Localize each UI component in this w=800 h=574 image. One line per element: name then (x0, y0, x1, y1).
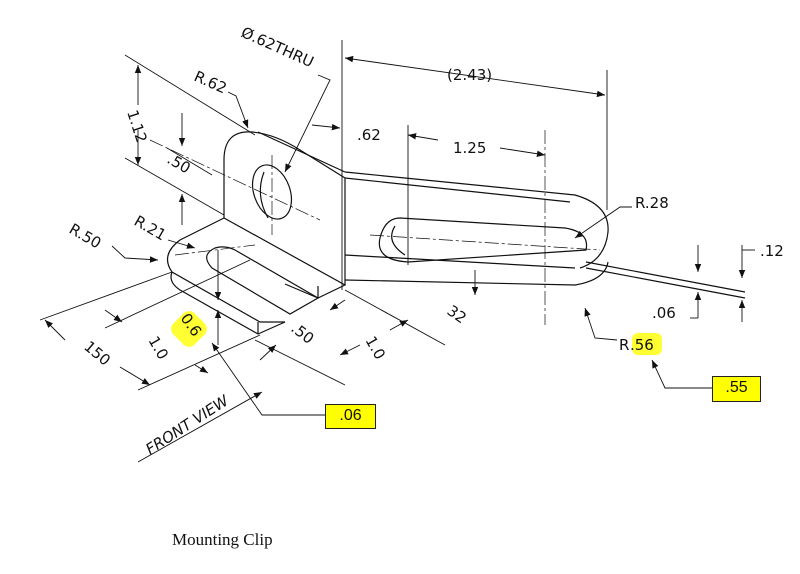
center-lines (149, 130, 601, 325)
width-left-label: 1.0 (145, 333, 173, 363)
end-radius-value-label: .56 (630, 336, 654, 354)
slot-length-label: 1.25 (453, 139, 486, 157)
dimension-labels: Ø.62THRU (2.43) R.62 1.12 .50 .62 1.25 R… (66, 23, 784, 458)
front-view-label: FRONT VIEW (142, 391, 232, 458)
tab-radius-label: R.62 (191, 67, 229, 97)
width-150-label: 150 (80, 337, 114, 369)
hole-offset-label: .62 (357, 126, 381, 144)
hole-diameter-label: Ø.62THRU (238, 23, 316, 71)
tab-height-label: 1.12 (123, 108, 150, 145)
width-right-label: 1.0 (362, 333, 390, 363)
gap-label: .06 (652, 304, 676, 322)
small-slot-depth-label: .50 (288, 319, 318, 348)
part-outline (166, 131, 746, 335)
dimension-lines (39, 40, 755, 391)
hole-height-label: .50 (164, 150, 194, 178)
end-radius-prefix-label: R (619, 336, 629, 354)
leader-lines (111, 74, 712, 463)
thickness-label: .12 (760, 242, 784, 260)
base-radius-label: R.50 (66, 220, 104, 252)
callout-box-right: .55 (712, 376, 761, 402)
drawing-caption: Mounting Clip (172, 530, 273, 549)
callout-box-left: .06 (325, 404, 376, 429)
length-32-label: 32 (444, 302, 470, 328)
small-slot-radius-label: R.21 (131, 212, 169, 244)
overall-length-label: (2.43) (447, 66, 492, 84)
slot-radius-label: R.28 (635, 194, 669, 212)
